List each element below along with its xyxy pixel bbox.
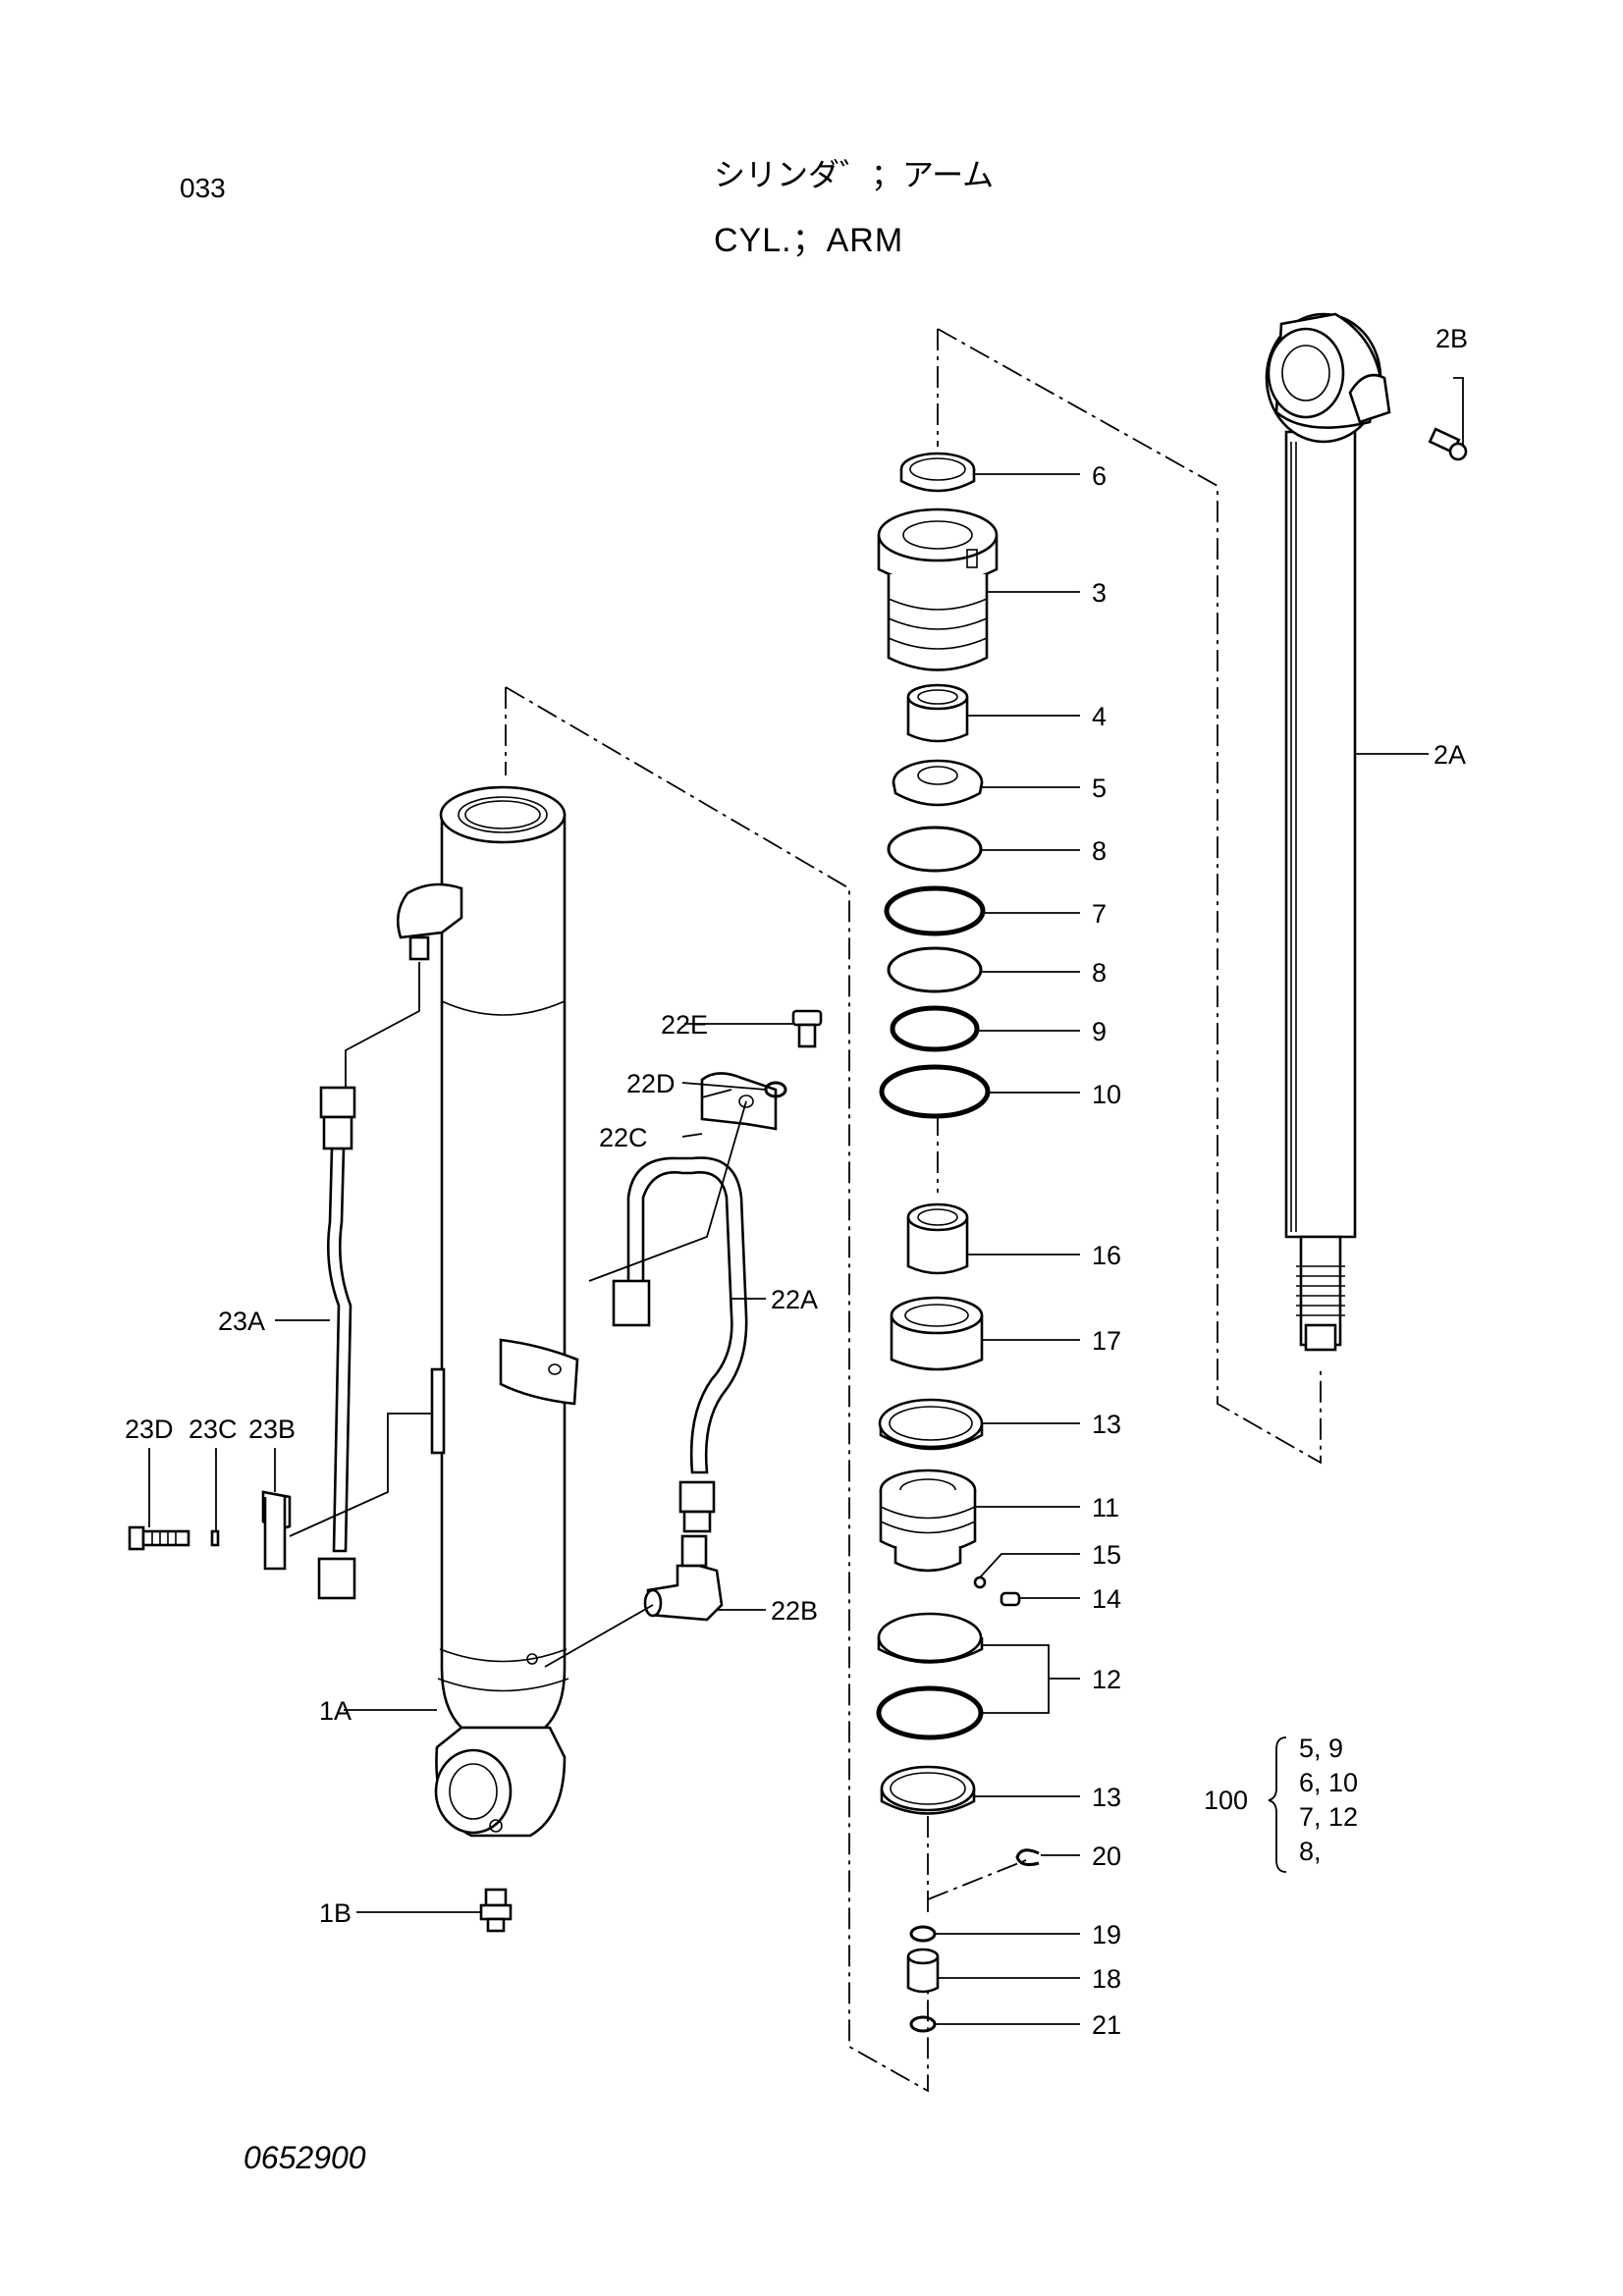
callout-1A: 1A	[319, 1696, 352, 1726]
title-english: CYL.；ARM	[714, 222, 904, 259]
callout-20: 20	[1092, 1842, 1121, 1871]
callout-11: 11	[1092, 1493, 1119, 1522]
callout-4: 4	[1092, 702, 1107, 731]
pipe-22A	[612, 1156, 748, 1533]
assembly-dash-lines	[505, 328, 1322, 2093]
callout-12: 12	[1092, 1665, 1121, 1694]
callout-8-upper: 8	[1092, 836, 1107, 866]
part-18-stopper	[906, 1948, 940, 1994]
part-17-cushion-ring	[890, 1296, 984, 1371]
callout-8-lower: 8	[1092, 958, 1107, 988]
grease-nipple-2B	[1428, 427, 1468, 461]
part-13-wear-ring-upper	[878, 1398, 984, 1451]
part-8-backup-ring-lower	[887, 946, 983, 993]
seal-kit-100: 100 5, 9 6, 10 7, 12 8,	[1204, 1734, 1358, 1873]
callout-21: 21	[1092, 2010, 1121, 2040]
drawing-number: 0652900	[243, 2140, 366, 2175]
page-number: 033	[180, 173, 226, 203]
part-10-o-ring	[879, 1064, 991, 1119]
leader-lines	[148, 377, 1464, 2025]
callout-6: 6	[1092, 461, 1107, 491]
part-7-u-ring	[884, 885, 986, 936]
kit-row-1: 5, 9	[1299, 1734, 1343, 1763]
part-19-ring	[909, 1925, 937, 1943]
part-6-dust-seal	[899, 452, 976, 493]
callout-23D: 23D	[125, 1415, 174, 1444]
callout-23C: 23C	[189, 1415, 238, 1444]
part-9-o-ring	[890, 1005, 980, 1052]
callout-14: 14	[1092, 1584, 1121, 1614]
part-11-piston	[879, 1468, 977, 1573]
callout-9: 9	[1092, 1017, 1107, 1046]
callout-16: 16	[1092, 1241, 1121, 1270]
piston-rod-2A	[1265, 312, 1391, 1352]
callout-10: 10	[1092, 1080, 1121, 1109]
part-21-ring	[909, 2015, 937, 2033]
callout-13-upper: 13	[1092, 1410, 1121, 1439]
callout-17: 17	[1092, 1326, 1121, 1356]
callout-23B: 23B	[248, 1415, 296, 1444]
callout-22B: 22B	[771, 1596, 818, 1626]
callout-5: 5	[1092, 774, 1107, 803]
part-20-snap-ring	[1015, 1848, 1040, 1866]
bolt-22E	[791, 1009, 823, 1048]
washer-23C	[210, 1529, 220, 1547]
part-4-bushing	[906, 683, 969, 743]
callout-22A: 22A	[771, 1285, 818, 1314]
bracket-plate	[499, 1338, 579, 1406]
callout-15: 15	[1092, 1540, 1121, 1570]
callout-23A: 23A	[218, 1307, 265, 1336]
part-3-rod-cover	[877, 507, 999, 671]
cylinder-tube-1A	[396, 785, 569, 1838]
bolt-23D	[128, 1525, 190, 1551]
part-8-backup-ring-upper	[887, 826, 983, 873]
callout-2A: 2A	[1434, 740, 1466, 770]
callout-18: 18	[1092, 1964, 1121, 1994]
elbow-22B	[643, 1534, 724, 1622]
part-13-wear-ring-lower	[880, 1765, 976, 1815]
callout-2B: 2B	[1435, 324, 1468, 353]
part-12-seal-ring	[876, 1612, 984, 1740]
grease-nipple-1B	[479, 1888, 513, 1933]
callout-1B: 1B	[319, 1898, 352, 1928]
callout-7: 7	[1092, 899, 1107, 929]
clamp-plate-22C	[588, 1072, 778, 1282]
callout-3: 3	[1092, 578, 1107, 608]
part-5-buffer-ring	[892, 759, 984, 807]
pipe-23A	[317, 962, 420, 1600]
callout-22D: 22D	[626, 1069, 676, 1098]
callout-19: 19	[1092, 1920, 1121, 1949]
kit-row-3: 7, 12	[1299, 1802, 1358, 1832]
title-japanese: シリンダ゛；アーム	[714, 157, 995, 192]
callout-13-lower: 13	[1092, 1783, 1121, 1812]
part-15-steel-ball	[973, 1575, 987, 1589]
kit-row-4: 8,	[1299, 1837, 1322, 1866]
kit-row-2: 6, 10	[1299, 1768, 1358, 1797]
kit-number: 100	[1204, 1786, 1248, 1815]
callout-22C: 22C	[599, 1123, 648, 1152]
clamp-23B	[261, 1490, 292, 1571]
part-16-cushion-bearing	[906, 1202, 969, 1275]
part-14-set-screw	[1000, 1591, 1021, 1607]
callout-22E: 22E	[661, 1010, 708, 1040]
